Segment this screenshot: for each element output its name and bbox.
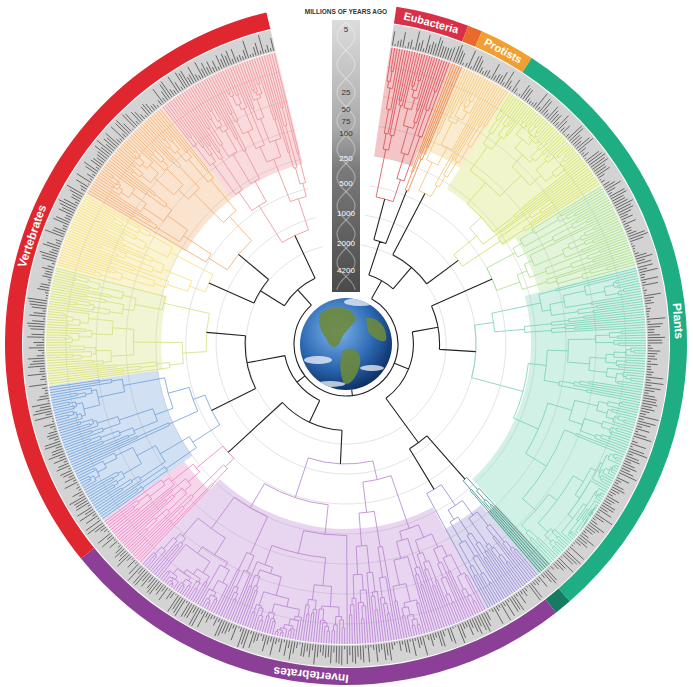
cloud [344, 298, 376, 306]
clade-wedges [46, 47, 646, 644]
clade-branches [405, 64, 461, 192]
clade-branches [487, 187, 636, 291]
continent [340, 349, 360, 384]
scale-number: 25 [342, 89, 351, 97]
earth-ocean [300, 298, 392, 390]
group-band [5, 12, 270, 558]
group-band [394, 7, 468, 42]
dna-helix [337, 22, 355, 290]
clade-branches [163, 53, 309, 243]
scale-bar [332, 20, 360, 292]
time-scale-bar [332, 20, 360, 292]
cloud [315, 381, 345, 387]
scale-number: 2000 [337, 240, 355, 248]
clade-branches [427, 485, 538, 608]
group-band [81, 548, 556, 685]
scale-title: MILLIONS OF YEARS AGO [305, 9, 387, 16]
continent [366, 318, 386, 342]
time-circle [246, 245, 446, 444]
group-label: Invertebrates [273, 665, 349, 685]
earth-land [304, 298, 386, 387]
scale-number: 250 [339, 155, 352, 163]
scale-number: 1000 [337, 210, 355, 218]
species-band [23, 25, 669, 667]
cloud [304, 356, 332, 364]
clade-branches [463, 478, 549, 573]
group-ring [5, 7, 687, 685]
group-label: Eubacteria [402, 10, 459, 35]
dna-helix [337, 22, 355, 290]
group-label: Plants [670, 302, 684, 339]
scale-number: 75 [342, 118, 351, 126]
earth-globe [300, 298, 392, 390]
clade-branches [46, 268, 209, 384]
continent [319, 307, 356, 347]
scale-number: 100 [339, 130, 352, 138]
clade-branches [49, 378, 220, 519]
clade-branches [419, 69, 508, 197]
group-band [475, 31, 532, 72]
scale-number: 500 [339, 180, 352, 188]
group-label: Vertebrates [15, 203, 48, 269]
phylogenetic-tree [46, 48, 646, 644]
group-band [522, 58, 687, 601]
clade-branches [104, 446, 234, 562]
cloud [360, 365, 384, 371]
scale-number: 5 [344, 26, 348, 34]
scale-number: 4200 [337, 267, 355, 275]
group-label: Protists [482, 36, 523, 65]
scale-number: 50 [342, 106, 351, 114]
